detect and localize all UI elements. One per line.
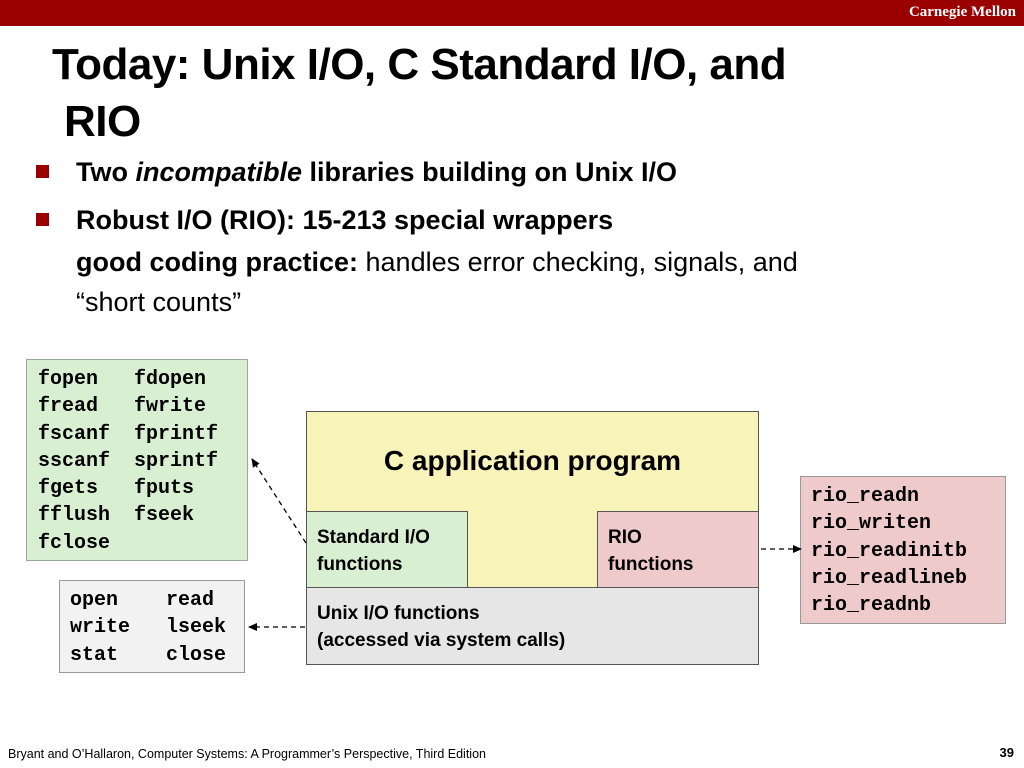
list-row: fclose: [38, 531, 111, 555]
list-item: rio_writen: [811, 512, 932, 536]
footer-citation: Bryant and O’Hallaron, Computer Systems:…: [8, 747, 486, 761]
list-item: rio_readlineb: [811, 566, 968, 590]
page-number: 39: [999, 745, 1014, 760]
arrow-to-stdio-list: [251, 458, 307, 544]
stdio-functions-box: Standard I/O functions: [306, 511, 468, 588]
subtext-line-1: good coding practice: handles error chec…: [76, 242, 798, 282]
subtext-bold: good coding practice:: [76, 247, 359, 277]
title-line-1: Today: Unix I/O, C Standard I/O, and: [52, 40, 787, 89]
c-application-label: C application program: [383, 445, 682, 476]
slide-title: Today: Unix I/O, C Standard I/O, and RIO: [52, 36, 932, 150]
rio-functions-box: RIO functions: [597, 511, 759, 588]
list-item: rio_readinitb: [811, 539, 968, 563]
unix-io-box: Unix I/O functions (accessed via system …: [306, 587, 759, 665]
subtext-rest: handles error checking, signals, and: [358, 247, 798, 277]
bullet-text-1: Two incompatible libraries building on U…: [76, 157, 678, 187]
bullet-square-icon: [36, 213, 49, 226]
list-item: rio_readnb: [811, 594, 932, 618]
rio-function-list: rio_readn rio_writen rio_readinitb rio_r…: [800, 476, 1006, 624]
list-item: rio_readn: [811, 485, 920, 508]
bullet-square-icon: [36, 165, 49, 178]
brand-label: Carnegie Mellon: [908, 4, 1016, 20]
bullet-emphasis: incompatible: [135, 157, 303, 187]
title-line-2: RIO: [64, 97, 141, 146]
top-banner: Carnegie Mellon: [0, 0, 1024, 26]
subtext-line-2: “short counts”: [76, 287, 242, 317]
bullet-text-2: Robust I/O (RIO): 15-213 special wrapper…: [76, 205, 614, 235]
